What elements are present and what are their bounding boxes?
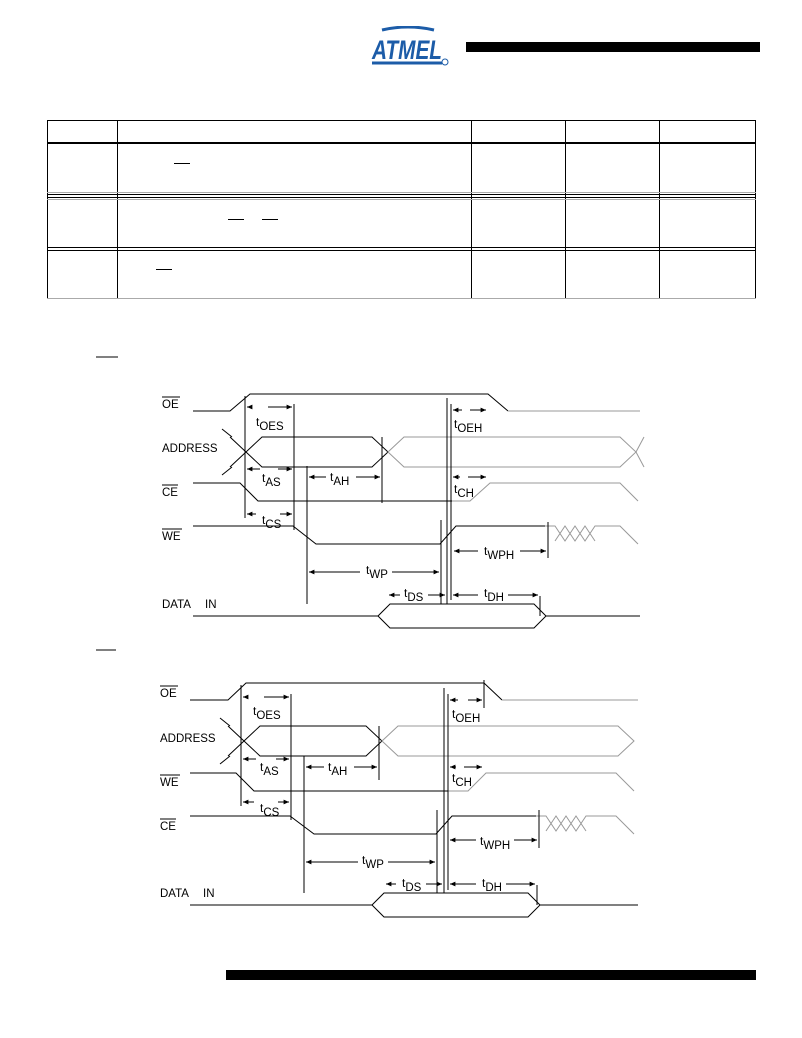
table-row <box>47 143 756 193</box>
registered-mark-icon <box>441 58 449 66</box>
logo-wordmark: ATMEL <box>371 35 442 65</box>
we-hatch <box>554 525 596 542</box>
overbar-mark <box>156 269 172 279</box>
timing-label-ah: tAH <box>330 470 349 488</box>
timing-label-ds: tDS <box>404 586 424 604</box>
waveform-1: OE ADDRESS CE WE DATA IN <box>96 356 645 629</box>
table-row <box>47 192 756 196</box>
timing-label-wp: tWP <box>366 563 388 581</box>
ce-waveform <box>190 815 536 835</box>
signal-label-oe: OE <box>162 399 179 411</box>
timing-label-oes: tOES <box>253 704 281 722</box>
overbar-mark <box>262 218 278 229</box>
address-left <box>227 725 245 757</box>
signal-label-address: ADDRESS <box>160 733 216 745</box>
ce-waveform-low <box>193 482 452 502</box>
signal-label-we: WE <box>160 777 179 789</box>
oe-waveform <box>193 393 509 412</box>
atmel-logo: ATMEL <box>371 26 449 66</box>
timing-label-wp: tWP <box>362 853 384 871</box>
ce-hatch <box>545 815 587 832</box>
address-next-window <box>387 436 637 468</box>
timing-label-cs: tCS <box>260 801 280 819</box>
table-header-row <box>47 120 756 144</box>
timing-label-ah: tAH <box>328 760 347 778</box>
timing-label-oeh: tOEH <box>452 707 480 725</box>
signal-label-ce: CE <box>160 821 176 833</box>
signal-label-we: WE <box>162 531 181 543</box>
address-valid-window <box>245 436 389 468</box>
timing-label-wph: tWPH <box>480 834 510 852</box>
address-valid-window <box>243 725 383 757</box>
we-waveform-high <box>448 772 635 792</box>
timing-label-oes: tOES <box>256 415 284 433</box>
signal-label-data-in: IN <box>205 599 217 611</box>
timing-label-ch: tCH <box>452 771 472 789</box>
signal-label-data: DATA <box>162 599 191 611</box>
table-row <box>47 194 756 198</box>
timing-label-wph: tWPH <box>484 544 514 562</box>
data-in-valid-window <box>377 603 547 629</box>
timing-label-as: tAS <box>262 471 281 489</box>
signal-label-oe: OE <box>160 688 177 700</box>
overbar-mark <box>228 218 244 229</box>
timing-label-ch: tCH <box>454 482 474 500</box>
table-row <box>47 247 756 251</box>
timing-label-dh: tDH <box>484 586 504 604</box>
waveform-2: OE ADDRESS WE CE DATA IN <box>96 649 638 918</box>
signal-label-data: DATA <box>160 888 189 900</box>
we-waveform-low <box>190 772 448 792</box>
ce-waveform-high <box>452 482 639 502</box>
signal-label-data-in: IN <box>203 888 215 900</box>
table-row <box>47 199 756 249</box>
timing-label-cs: tCS <box>262 513 282 531</box>
ce-hatch-tail <box>536 815 635 835</box>
timing-label-dh: tDH <box>482 876 502 894</box>
address-left-stub <box>219 717 231 765</box>
timing-label-oeh: tOEH <box>454 417 482 435</box>
address-left <box>229 436 247 468</box>
signal-label-address: ADDRESS <box>162 443 218 455</box>
table-row <box>47 250 756 300</box>
table-row <box>47 197 756 201</box>
ac-write-characteristics-table <box>47 120 756 300</box>
address-right-stub <box>635 436 645 468</box>
footer-rule <box>226 970 756 980</box>
header-rule <box>466 42 760 52</box>
signal-label-ce: CE <box>162 487 178 499</box>
oe-waveform <box>190 682 503 701</box>
we-waveform <box>193 525 545 545</box>
address-next-window <box>381 725 635 757</box>
timing-label-ds: tDS <box>402 876 422 894</box>
data-in-valid-window <box>371 892 541 918</box>
timing-label-as: tAS <box>260 760 279 778</box>
overbar-mark <box>174 162 190 173</box>
address-left-stub <box>221 428 233 476</box>
